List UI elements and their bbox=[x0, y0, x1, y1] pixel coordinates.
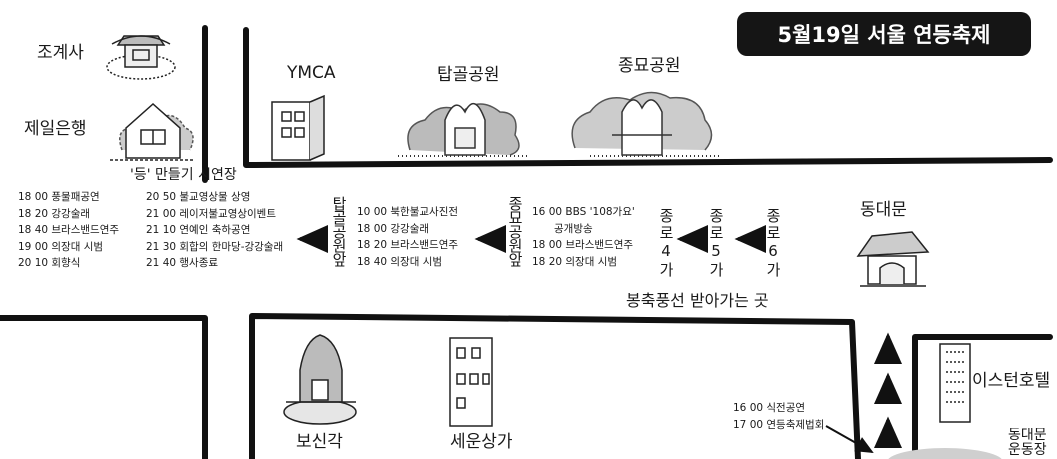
label-jogyesa: 조계사 bbox=[37, 43, 84, 63]
schedule-item: 21 40 행사종료 bbox=[146, 257, 219, 270]
jogyesa-icon bbox=[106, 35, 176, 80]
schedule-item: 20 50 불교영상물 상영 bbox=[146, 191, 251, 203]
stop-tapgol-front: 탑골공원앞 bbox=[330, 196, 348, 266]
schedule-item: 19 00 의장대 시범 bbox=[18, 240, 104, 253]
label-jeil-bank: 제일은행 bbox=[24, 119, 87, 139]
schedule-left-b: 20 50 불교영상물 상영 21 00 레이저불교영상이벤트 21 10 연예… bbox=[146, 189, 283, 272]
schedule-item: 18 00 풍물패공연 bbox=[18, 191, 100, 203]
schedule-item: 18 20 브라스밴드연주 bbox=[357, 239, 459, 252]
dongdaemun-icon bbox=[856, 231, 930, 287]
stop-jongno-4: 종로4가 bbox=[657, 208, 675, 279]
eastern-hotel-icon bbox=[939, 343, 971, 423]
ymca-icon bbox=[271, 94, 325, 161]
stop-jongno-6: 종로6가 bbox=[764, 208, 782, 279]
bosingak-icon bbox=[283, 334, 357, 425]
schedule-item: 18 00 강강술래 bbox=[357, 222, 430, 235]
schedule-item: 10 00 북한불교사진전 bbox=[357, 206, 459, 218]
schedule-jongmyo: 16 00 BBS '108가요' 공개방송 18 00 브라스밴드연주 18 … bbox=[532, 204, 635, 270]
stop-jongno-5: 종로5가 bbox=[707, 208, 725, 279]
schedule-item: 18 00 브라스밴드연주 bbox=[532, 239, 634, 252]
schedule-tapgol: 10 00 북한불교사진전 18 00 강강술래 18 20 브라스밴드연주 1… bbox=[357, 204, 458, 270]
pointer-line bbox=[825, 425, 874, 453]
label-dongdaemun-stadium: 동대문운동장 bbox=[1008, 428, 1047, 458]
map-title: 5월19일 서울 연등축제 bbox=[737, 12, 1031, 56]
schedule-item: 20 10 회향식 bbox=[18, 257, 81, 270]
road-lower-main bbox=[249, 313, 861, 459]
schedule-item: 16 00 BBS '108가요' bbox=[532, 206, 635, 218]
road-right-lower bbox=[912, 334, 1053, 459]
label-eastern-hotel: 이스턴호텔 bbox=[972, 371, 1051, 391]
stop-jongmyo-front: 종묘공원앞 bbox=[506, 196, 524, 266]
schedule-item: 공개방송 bbox=[554, 222, 593, 235]
schedule-item: 18 40 의장대 시범 bbox=[357, 255, 443, 268]
label-dongdaemun: 동대문 bbox=[860, 200, 907, 220]
label-jongmyo-park: 종묘공원 bbox=[618, 56, 681, 76]
stadium-icon bbox=[888, 448, 1002, 459]
schedule-item: 16 00 식전공연 bbox=[733, 402, 806, 414]
sewoon-icon bbox=[449, 337, 493, 427]
jeil-bank-icon bbox=[110, 102, 195, 161]
label-lantern-making: '등' 만들기 시연장 bbox=[130, 167, 237, 183]
schedule-item: 21 10 연예인 축하공연 bbox=[146, 224, 251, 237]
label-balloon-pickup: 봉축풍선 받아가는 곳 bbox=[626, 291, 769, 310]
schedule-item: 18 20 강강술래 bbox=[18, 207, 91, 220]
tapgol-park-icon bbox=[398, 103, 530, 157]
schedule-item: 18 40 브라스밴드연주 bbox=[18, 224, 120, 237]
route-arrows bbox=[296, 225, 902, 453]
jongmyo-park-icon bbox=[571, 91, 720, 157]
schedule-dongdaemun: 16 00 식전공연 17 00 연등축제법회 bbox=[733, 400, 824, 433]
label-bosingak: 보신각 bbox=[296, 432, 343, 452]
road-upper-main bbox=[243, 27, 1053, 168]
label-ymca: YMCA bbox=[287, 63, 336, 83]
schedule-item: 21 30 회합의 한마당-강강술래 bbox=[146, 240, 284, 253]
road-left-lower bbox=[0, 315, 208, 459]
label-sewoon: 세운상가 bbox=[450, 432, 513, 452]
schedule-item: 17 00 연등축제법회 bbox=[733, 418, 825, 431]
label-tapgol-park: 탑골공원 bbox=[437, 65, 500, 85]
roads bbox=[0, 25, 1053, 459]
schedule-item: 18 20 의장대 시범 bbox=[532, 255, 618, 268]
schedule-item: 21 00 레이저불교영상이벤트 bbox=[146, 207, 276, 220]
schedule-left-a: 18 00 풍물패공연 18 20 강강술래 18 40 브라스밴드연주 19 … bbox=[18, 189, 119, 272]
